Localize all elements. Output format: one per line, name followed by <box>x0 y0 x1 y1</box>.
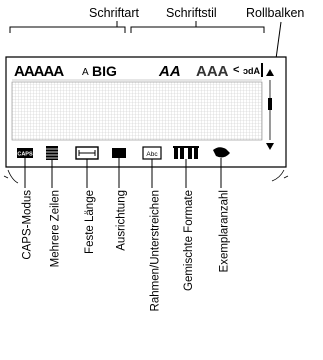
label-schriftstil: Schriftstil <box>166 6 217 20</box>
font-sample-aaaaa: AAAAA <box>14 63 64 80</box>
indicator-frame-underline-icon: Abc <box>142 146 162 160</box>
label-exemplaranzahl: Exemplaranzahl <box>218 190 230 273</box>
scroll-up-icon <box>266 69 274 76</box>
indicator-alignment-icon <box>112 148 126 158</box>
font-sample-aaa-outline: AAA <box>196 63 229 80</box>
indicator-multiline-icon <box>46 146 58 160</box>
svg-text:Abc: Abc <box>146 151 158 158</box>
font-sample-aa-italic: AA <box>159 63 181 80</box>
label-feste-laenge: Feste Länge <box>84 190 96 254</box>
label-gemischte-formate: Gemischte Formate <box>183 190 195 291</box>
svg-text:CAPS: CAPS <box>17 152 33 158</box>
style-mirror-icon: ɔdA <box>243 66 261 76</box>
bracket-schriftart <box>9 26 126 33</box>
label-rahmen-unterstreichen: Rahmen/Unterstreichen <box>149 190 161 312</box>
label-rollbalken: Rollbalken <box>246 6 305 20</box>
font-sample-big: BIG <box>92 63 117 79</box>
indicator-mixed-formats-icon <box>173 146 199 159</box>
label-caps-modus: CAPS-Modus <box>22 190 34 260</box>
scroll-thumb <box>268 98 272 110</box>
scroll-down-icon <box>266 143 274 150</box>
label-ausrichtung: Ausrichtung <box>116 190 128 251</box>
style-vertical-bar-icon <box>261 63 263 77</box>
label-schriftart: Schriftart <box>89 6 140 20</box>
indicator-copies-icon <box>213 147 230 158</box>
indicator-caps-icon: CAPS <box>17 148 33 158</box>
text-grid <box>11 81 263 141</box>
bracket-schriftstil <box>130 26 265 33</box>
style-arrow-icon: < <box>233 64 240 76</box>
label-mehrere-zeilen: Mehrere Zeilen <box>49 190 61 268</box>
font-sample-a-small: A <box>82 67 89 78</box>
